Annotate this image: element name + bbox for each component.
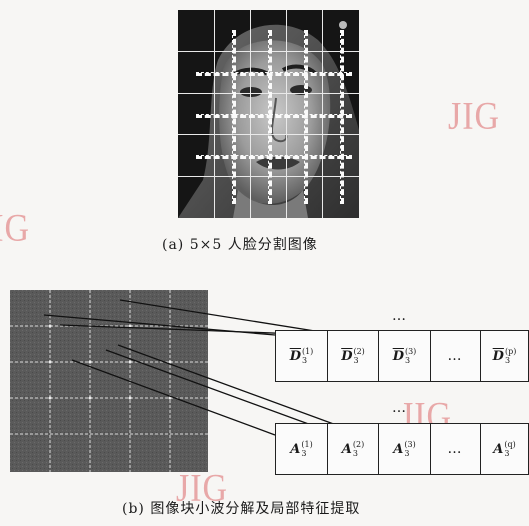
- coef-sup: (q): [504, 440, 516, 449]
- coef-cell-ellipsis: …: [429, 423, 482, 475]
- caption-a: (a) 5×5 人脸分割图像: [162, 237, 318, 253]
- coef-sup: (2): [352, 440, 365, 449]
- coef-sup: (p): [504, 347, 517, 356]
- ellipsis-text: …: [447, 441, 464, 457]
- watermark-right: JIG: [448, 95, 501, 138]
- coef-sub: 3: [301, 449, 307, 458]
- coef-base: D: [492, 348, 504, 364]
- coef-sup: (3): [404, 440, 416, 449]
- coef-sup: (1): [301, 347, 314, 356]
- coef-cell-aq: A(q)3: [480, 423, 529, 475]
- coef-sub: 3: [352, 449, 358, 458]
- dashed-grid-line: [196, 114, 352, 118]
- dashed-grid-line: [196, 155, 352, 159]
- coef-cell-dp: D(p)3: [480, 330, 529, 382]
- coef-sub: 3: [404, 449, 410, 458]
- segmented-face-image: [178, 10, 359, 218]
- watermark-bottom: JIG: [176, 467, 229, 510]
- connector-line: [71, 359, 276, 436]
- coef-sub: 3: [504, 449, 510, 458]
- coef-sub: 3: [504, 356, 511, 365]
- coef-base: A: [341, 441, 352, 457]
- coef-sup: (1): [301, 440, 313, 449]
- row-dots-above-detail: …: [392, 308, 408, 324]
- row-dots-above-approx: …: [392, 400, 408, 416]
- coef-cell-a1: A(1)3: [275, 423, 328, 475]
- wavelet-block-matrix: [10, 290, 208, 472]
- coef-sub: 3: [301, 356, 308, 365]
- connector-line: [119, 299, 341, 336]
- coef-cell-ellipsis: …: [429, 330, 482, 382]
- coef-sub: 3: [353, 356, 359, 365]
- dashed-grid-line: [196, 72, 352, 76]
- coef-base: A: [393, 441, 404, 457]
- coef-cell-d2: D(2)3: [326, 330, 380, 382]
- connector-line: [117, 344, 351, 431]
- ellipsis-text: …: [447, 348, 464, 364]
- coef-base: D: [289, 348, 301, 364]
- coef-base: A: [493, 441, 504, 457]
- coef-cell-d1: D(1)3: [275, 330, 328, 382]
- coef-sup: (3): [404, 347, 417, 356]
- caption-b: (b) 图像块小波分解及局部特征提取: [122, 501, 361, 517]
- coef-cell-a3: A(3)3: [378, 423, 431, 475]
- coef-sub: 3: [404, 356, 411, 365]
- coef-cell-a2: A(2)3: [326, 423, 380, 475]
- coef-base: A: [290, 441, 301, 457]
- coef-base: D: [341, 348, 353, 364]
- coef-base: D: [392, 348, 404, 364]
- coef-cell-d3: D(3)3: [378, 330, 431, 382]
- coef-sup: (2): [353, 347, 365, 356]
- connector-line: [105, 349, 326, 431]
- watermark-left: JIG: [0, 207, 31, 250]
